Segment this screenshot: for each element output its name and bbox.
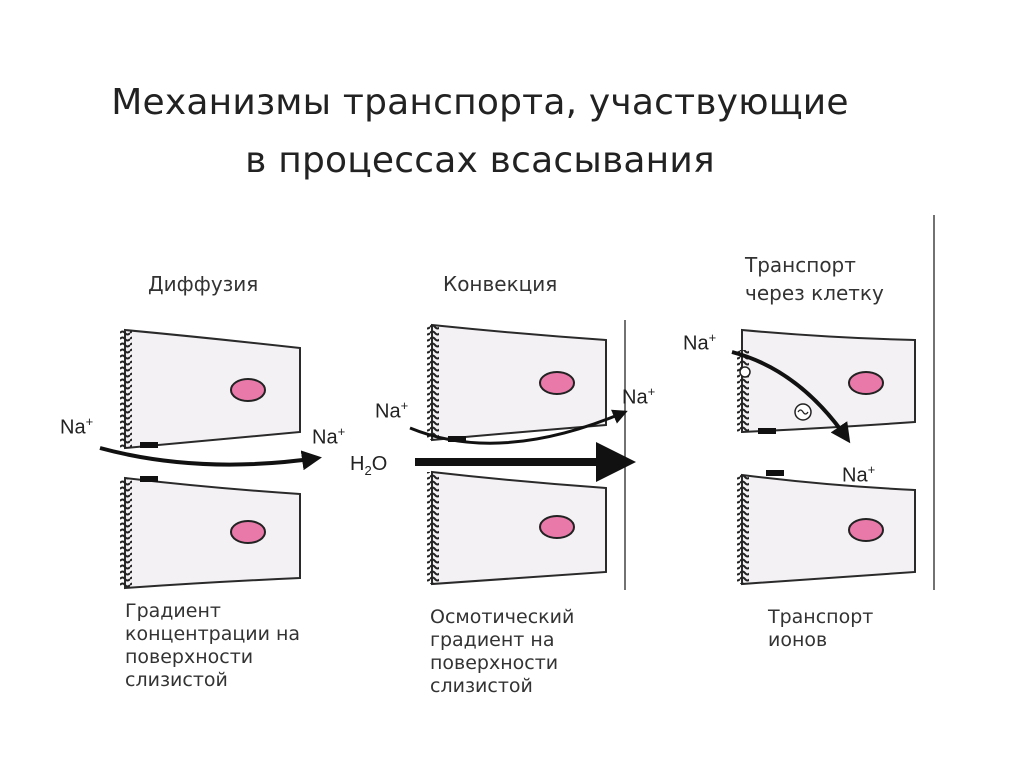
nucleus-bottom-diffusion bbox=[230, 520, 266, 544]
cell-top-transcellular bbox=[741, 328, 916, 434]
ion-label-water: H2O bbox=[350, 453, 388, 478]
brush-border-bottom-diffusion bbox=[120, 478, 132, 588]
slide-title-line-2: в процессах всасывания bbox=[245, 140, 715, 181]
arrow-diffusion bbox=[99, 446, 322, 471]
carrier-apical-icon bbox=[739, 366, 751, 378]
ion-label-na-convection-out: Na+ bbox=[622, 384, 656, 409]
caption-diffusion: Градиент концентрации на поверхности сли… bbox=[125, 600, 301, 691]
ion-label-na-transcellular-out: Na+ bbox=[842, 462, 876, 487]
panel-convection bbox=[409, 320, 636, 590]
cell-bottom-convection bbox=[431, 470, 607, 586]
brush-border-bottom-convection bbox=[427, 472, 439, 584]
ion-label-na-diffusion-in: Na+ bbox=[60, 414, 94, 439]
nucleus-top-transcellular bbox=[848, 371, 884, 395]
brush-border-top-transcellular bbox=[737, 350, 749, 432]
slide-title-line-1: Механизмы транспорта, участвующие bbox=[111, 82, 849, 123]
nucleus-bottom-transcellular bbox=[848, 518, 884, 542]
ion-label-na-transcellular-in: Na+ bbox=[683, 330, 717, 355]
heading-transcellular-line-2: через клетку bbox=[745, 281, 884, 305]
tight-junction-diffusion-2 bbox=[140, 476, 158, 482]
ion-label-na-diffusion-out: Na+ bbox=[312, 424, 346, 449]
nucleus-top-diffusion bbox=[230, 378, 266, 402]
tight-junction-transcellular bbox=[758, 428, 776, 434]
cell-bottom-transcellular bbox=[741, 473, 916, 586]
caption-transcellular: Транспорт ионов bbox=[768, 606, 874, 651]
cell-bottom-diffusion bbox=[124, 476, 301, 590]
tight-junction-diffusion bbox=[140, 442, 158, 448]
arrow-convection-na bbox=[409, 409, 628, 445]
pump-symbol-icon bbox=[797, 409, 809, 415]
arrow-transcellular bbox=[731, 350, 851, 444]
brush-border-top-convection bbox=[427, 325, 439, 440]
brush-border-top-diffusion bbox=[120, 330, 132, 448]
heading-diffusion: Диффузия bbox=[148, 272, 259, 296]
cell-top-convection bbox=[431, 323, 607, 442]
heading-convection: Конвекция bbox=[443, 272, 558, 296]
tight-junction-convection bbox=[448, 436, 466, 442]
brush-border-bottom-transcellular bbox=[737, 475, 749, 584]
panel-transcellular bbox=[731, 215, 935, 590]
caption-convection: Осмотический градиент на поверхности сли… bbox=[430, 606, 575, 697]
panel-diffusion bbox=[99, 328, 322, 590]
cell-top-diffusion bbox=[124, 328, 301, 450]
tight-junction-transcellular-2 bbox=[766, 470, 784, 476]
ion-label-na-convection-in: Na+ bbox=[375, 398, 409, 423]
nucleus-bottom-convection bbox=[539, 515, 575, 539]
heading-transcellular-line-1: Транспорт bbox=[745, 253, 856, 277]
nucleus-top-convection bbox=[539, 371, 575, 395]
